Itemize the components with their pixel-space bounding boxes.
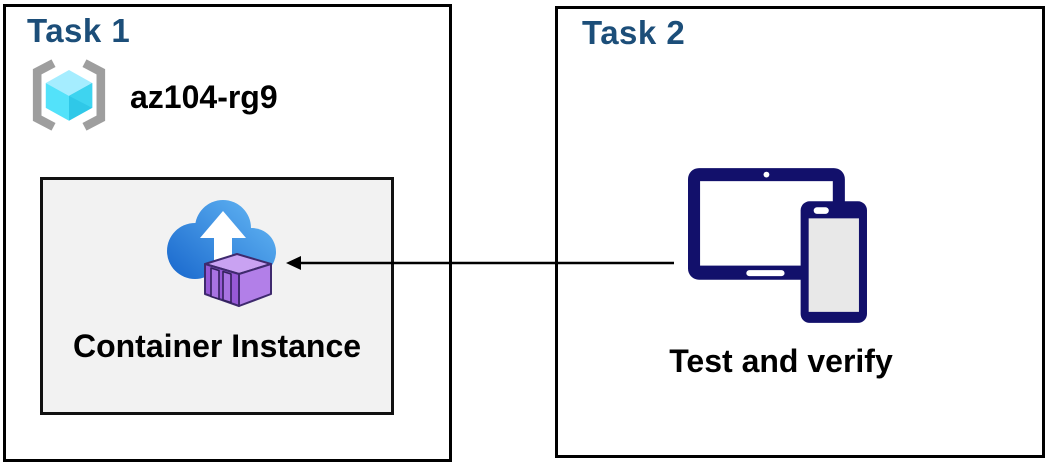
test-and-verify-label: Test and verify (669, 343, 893, 379)
resource-group-name: az104-rg9 (130, 79, 278, 115)
container-instance-icon (161, 190, 281, 322)
task1-title: Task 1 (27, 12, 131, 49)
resource-group-row: az104-rg9 (26, 58, 278, 137)
upload-arrow (200, 211, 246, 268)
container-instance-label: Container Instance (72, 328, 362, 364)
resource-group-icon (26, 58, 112, 137)
container-instance-box: Container Instance (40, 177, 394, 415)
devices-icon (687, 167, 868, 324)
phone-icon (800, 201, 867, 323)
task2-title: Task 2 (582, 14, 686, 51)
arrow-left (286, 256, 674, 270)
container-doors (210, 267, 232, 304)
